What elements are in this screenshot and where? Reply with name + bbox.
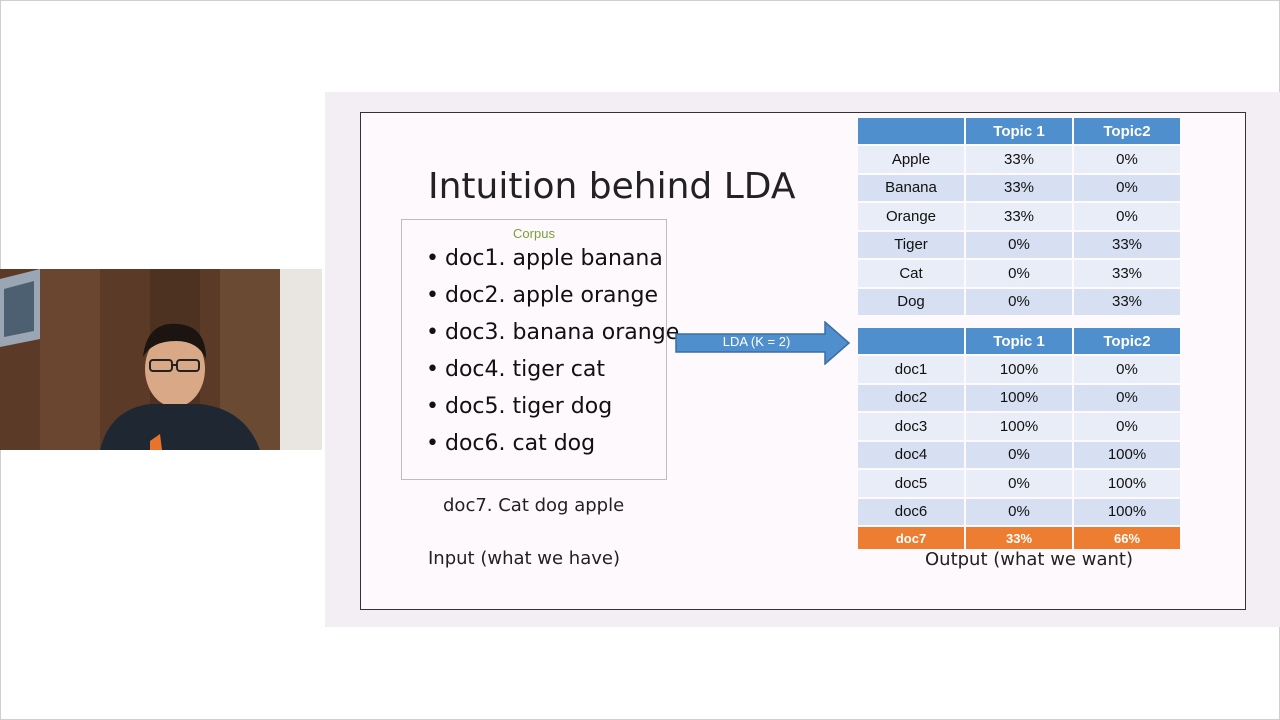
corpus-item-text: doc5. tiger dog [445,394,613,419]
row-label: Apple [858,146,964,173]
corpus-item-text: doc4. tiger cat [445,357,605,382]
bullet-glyph: • [426,246,439,271]
table-row: Apple 33% 0% [858,146,1180,173]
table-row: doc1 100% 0% [858,356,1180,383]
output-caption: Output (what we want) [925,549,1133,570]
header-cell: Topic 1 [966,328,1072,354]
row-label: doc6 [858,498,964,525]
corpus-list: •doc1. apple banana •doc2. apple orange … [426,246,679,468]
row-label: Tiger [858,231,964,258]
row-label: doc7 [858,527,964,549]
table-row: doc4 0% 100% [858,441,1180,468]
table-cell: 0% [966,498,1072,525]
table-row: Banana 33% 0% [858,174,1180,201]
corpus-item-text: doc2. apple orange [445,283,658,308]
header-cell: Topic2 [1074,118,1180,144]
bullet-glyph: • [426,357,439,382]
table-cell: 0% [1074,356,1180,383]
table-cell: 0% [966,441,1072,468]
table-row: Tiger 0% 33% [858,231,1180,258]
table-cell: 0% [1074,146,1180,173]
header-cell: Topic2 [1074,328,1180,354]
table-header-row: Topic 1 Topic2 [858,118,1180,144]
corpus-item: •doc4. tiger cat [426,357,679,394]
table-cell: 100% [1074,470,1180,497]
row-label: doc2 [858,384,964,411]
row-label: doc5 [858,470,964,497]
corpus-title: Corpus [513,226,555,241]
table-header-row: Topic 1 Topic2 [858,328,1180,354]
header-cell [858,328,964,354]
table-cell: 100% [1074,498,1180,525]
table-row: Dog 0% 33% [858,288,1180,315]
table-cell: 0% [1074,413,1180,440]
table-cell: 0% [966,288,1072,315]
row-label: Cat [858,260,964,287]
table-cell: 33% [966,527,1072,549]
table-cell: 33% [966,203,1072,230]
table-row: doc2 100% 0% [858,384,1180,411]
row-label: doc1 [858,356,964,383]
table-row: doc6 0% 100% [858,498,1180,525]
table-cell: 100% [966,356,1072,383]
corpus-item: •doc3. banana orange [426,320,679,357]
table-cell: 33% [966,174,1072,201]
table-row: doc5 0% 100% [858,470,1180,497]
table-cell: 100% [1074,441,1180,468]
row-label: Dog [858,288,964,315]
row-label: Orange [858,203,964,230]
arrow-label: LDA (K = 2) [722,334,791,349]
table-cell: 0% [966,231,1072,258]
doc-topic-table: Topic 1 Topic2 doc1 100% 0% doc2 100% 0%… [856,326,1182,551]
corpus-item-text: doc3. banana orange [445,320,680,345]
word-topic-table: Topic 1 Topic2 Apple 33% 0% Banana 33% 0… [856,116,1182,317]
input-caption: Input (what we have) [428,548,620,569]
header-cell: Topic 1 [966,118,1072,144]
table-cell: 0% [966,260,1072,287]
table-cell: 33% [1074,231,1180,258]
bullet-glyph: • [426,431,439,456]
corpus-box: Corpus [401,219,667,480]
highlight-row: doc7 33% 66% [858,527,1180,549]
table-cell: 33% [1074,288,1180,315]
corpus-item-text: doc6. cat dog [445,431,596,456]
corpus-item: •doc2. apple orange [426,283,679,320]
header-cell [858,118,964,144]
bullet-glyph: • [426,320,439,345]
lda-arrow-icon [675,321,850,365]
table-row: doc3 100% 0% [858,413,1180,440]
table-cell: 0% [1074,203,1180,230]
table-cell: 0% [1074,384,1180,411]
table-cell: 100% [966,413,1072,440]
row-label: Banana [858,174,964,201]
table-row: Cat 0% 33% [858,260,1180,287]
table-cell: 66% [1074,527,1180,549]
corpus-item: •doc1. apple banana [426,246,679,283]
webcam-overlay [0,269,322,450]
table-cell: 0% [1074,174,1180,201]
table-cell: 0% [966,470,1072,497]
corpus-item: •doc6. cat dog [426,431,679,468]
row-label: doc3 [858,413,964,440]
new-document: doc7. Cat dog apple [443,495,625,516]
corpus-item-text: doc1. apple banana [445,246,663,271]
bullet-glyph: • [426,283,439,308]
table-cell: 100% [966,384,1072,411]
table-cell: 33% [966,146,1072,173]
bullet-glyph: • [426,394,439,419]
corpus-item: •doc5. tiger dog [426,394,679,431]
row-label: doc4 [858,441,964,468]
presenter-video-icon [0,269,322,450]
table-cell: 33% [1074,260,1180,287]
slide-title: Intuition behind LDA [428,166,796,207]
table-row: Orange 33% 0% [858,203,1180,230]
